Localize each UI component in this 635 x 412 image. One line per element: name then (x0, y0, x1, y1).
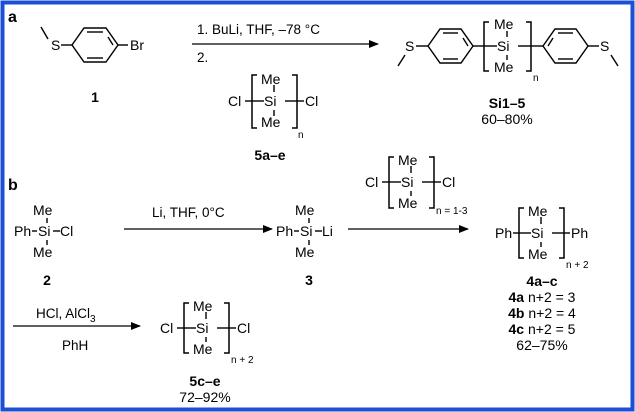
svg-text:Ph: Ph (14, 223, 31, 239)
svg-text:Ph: Ph (276, 223, 293, 239)
svg-text:Si: Si (300, 223, 312, 239)
compound-label-1: 1 (91, 89, 99, 105)
svg-text:Cl: Cl (365, 174, 378, 190)
svg-text:Br: Br (130, 37, 144, 53)
svg-text:Cl: Cl (60, 223, 73, 239)
svg-text:Cl: Cl (237, 320, 250, 336)
reagent-chlorosilane-structure: Cl Si Me Me Cl n = 1-3 (365, 152, 468, 217)
condition-step-2: 2. (197, 50, 208, 65)
compound-label-2: 2 (43, 272, 51, 288)
product-label-si15: Si1–5 (489, 95, 526, 111)
svg-text:Cl: Cl (442, 174, 455, 190)
svg-text:Me: Me (494, 59, 514, 75)
compound-label-3: 3 (305, 272, 313, 288)
final-label-5ce: 5c–e (189, 373, 220, 389)
svg-text:Si: Si (401, 174, 413, 190)
svg-text:Ph: Ph (571, 225, 588, 241)
svg-text:n: n (533, 73, 539, 84)
svg-text:S: S (600, 38, 609, 54)
panel-label-b: b (8, 177, 18, 194)
svg-text:Si: Si (38, 223, 50, 239)
svg-text:Cl: Cl (305, 93, 318, 109)
svg-text:Me: Me (33, 202, 53, 218)
condition-step-1: 1. BuLi, THF, –78 °C (197, 22, 320, 37)
svg-text:Me: Me (193, 341, 213, 357)
condition-solvent: PhH (62, 338, 88, 353)
svg-text:n = 1-3: n = 1-3 (436, 206, 468, 217)
svg-text:Si: Si (531, 225, 543, 241)
svg-text:Me: Me (528, 203, 548, 219)
svg-text:Me: Me (261, 114, 281, 130)
final-product-5-structure: Cl Si Me Me Cl n + 2 (160, 298, 254, 366)
condition-li-thf: Li, THF, 0°C (152, 205, 225, 220)
svg-text:S: S (51, 37, 60, 53)
panel-label-a: a (8, 9, 17, 26)
svg-text:Me: Me (528, 246, 548, 262)
svg-text:Me: Me (261, 71, 281, 87)
final-yield: 72–92% (179, 389, 230, 405)
svg-text:Me: Me (398, 195, 418, 211)
svg-text:Me: Me (494, 16, 514, 32)
svg-text:Li: Li (322, 223, 333, 239)
product-si-structure: S Si Me Me n S (397, 16, 619, 84)
svg-text:Me: Me (193, 298, 213, 314)
entry-4b: 4b n+2 = 4 (508, 305, 576, 321)
svg-text:n + 2: n + 2 (231, 355, 254, 366)
svg-text:Si: Si (497, 38, 509, 54)
svg-text:Cl: Cl (160, 320, 173, 336)
svg-text:Me: Me (295, 244, 315, 260)
svg-text:Me: Me (398, 152, 418, 168)
condition-hcl-alcl3: HCl, AlCl3 (36, 306, 96, 325)
compound-1-structure: S Br (40, 26, 144, 63)
product-4-structure: Ph Si Me Me Ph n + 2 (495, 203, 589, 271)
entry-4a: 4a n+2 = 3 (509, 289, 576, 305)
svg-text:Si: Si (196, 320, 208, 336)
svg-text:S: S (405, 38, 414, 54)
svg-text:Cl: Cl (228, 93, 241, 109)
svg-text:n: n (298, 130, 304, 141)
compound-2-structure: Me Ph Si Cl Me (14, 202, 73, 260)
reagent-5-structure: Cl Si Me Me Cl n (228, 71, 318, 141)
svg-text:n + 2: n + 2 (566, 260, 589, 271)
product-yield-a: 60–80% (481, 111, 532, 127)
product-label-4ac: 4a–c (526, 273, 557, 289)
compound-3-structure: Me Ph Si Li Me (276, 202, 333, 260)
svg-text:Me: Me (295, 202, 315, 218)
product-yield-b: 62–75% (516, 337, 567, 353)
reagent-label-5ae: 5a–e (254, 147, 285, 163)
svg-text:Me: Me (33, 244, 53, 260)
svg-text:Si: Si (264, 93, 276, 109)
svg-text:Ph: Ph (495, 225, 512, 241)
entry-4c: 4c n+2 = 5 (509, 321, 576, 337)
